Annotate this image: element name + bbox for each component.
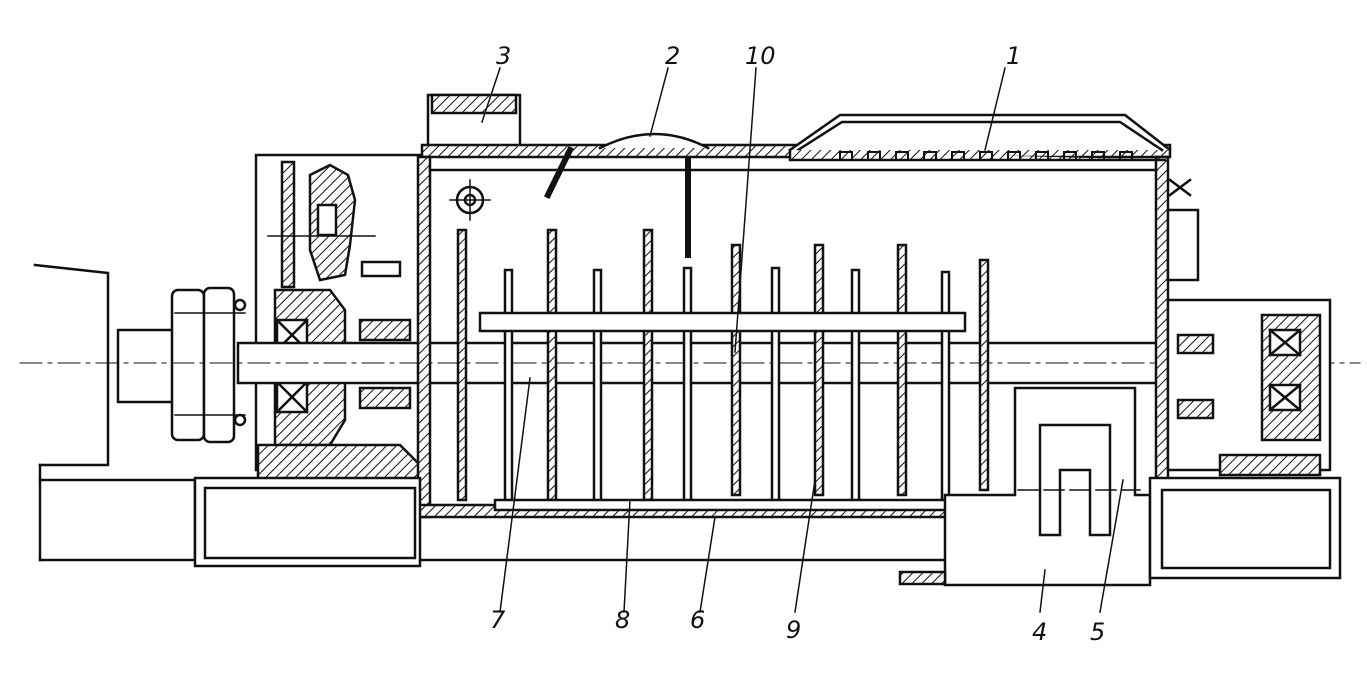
base-frame <box>38 476 1342 580</box>
leader-lines <box>481 67 1124 613</box>
callout-2: 2 <box>665 42 680 70</box>
tie-rod <box>478 311 967 333</box>
coupling-flange <box>170 286 247 444</box>
callout-9: 9 <box>786 616 801 644</box>
callout-7: 7 <box>490 606 506 634</box>
left-motor-block <box>33 263 175 562</box>
outlet-box <box>898 386 1152 587</box>
callout-6: 6 <box>690 606 705 634</box>
callout-10: 10 <box>745 42 776 70</box>
stationary-paddles <box>503 266 951 507</box>
right-bearing-housing <box>358 298 1332 477</box>
heater-cover <box>788 113 1200 282</box>
callout-1: 1 <box>1006 42 1021 70</box>
hopper-inlet <box>426 93 522 149</box>
bottom-trough <box>493 498 967 512</box>
callout-8: 8 <box>615 606 630 634</box>
callout-5: 5 <box>1090 618 1105 646</box>
main-shaft <box>19 341 1361 385</box>
drive-housing <box>254 153 422 482</box>
callout-4: 4 <box>1032 618 1047 646</box>
callout-3: 3 <box>496 42 511 70</box>
